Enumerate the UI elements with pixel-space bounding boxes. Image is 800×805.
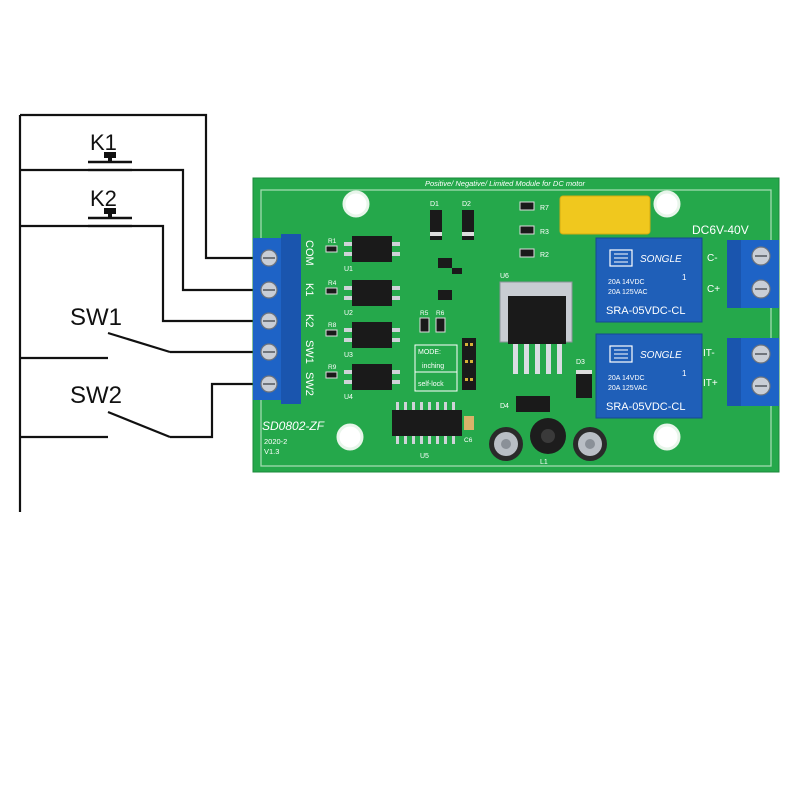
- ic-label-u5: U5: [420, 453, 429, 460]
- smd-transistors: [438, 258, 462, 300]
- ic-label-u4: U4: [344, 394, 353, 401]
- ic-label-u3: U3: [344, 352, 353, 359]
- terminal-label-sw1: SW1: [303, 340, 315, 364]
- film-capacitor: [559, 195, 651, 235]
- diode-label-d4: D4: [500, 403, 509, 410]
- res-label-r1: R1: [328, 238, 337, 245]
- diode-d3: [576, 370, 592, 398]
- output-terminal-bottom: [727, 338, 779, 406]
- inductor-label-l1: L1: [540, 459, 548, 466]
- res-label-r8: R8: [328, 322, 337, 329]
- smd-resistors-right: [519, 201, 535, 258]
- capacitor-c6: [464, 416, 474, 430]
- terminal-labels: COM K1 K2 SW1 SW2: [303, 240, 315, 396]
- relay-top-pin: 1: [682, 273, 687, 282]
- relay-bottom-pin: 1: [682, 369, 687, 378]
- diode-d4: [516, 396, 550, 412]
- input-terminal-block: [253, 234, 301, 404]
- diode-label-d1: D1: [430, 201, 439, 208]
- output-label-c-plus: C+: [707, 284, 720, 295]
- terminal-label-k2: K2: [303, 314, 315, 327]
- inductor-l1: [530, 418, 566, 454]
- optocoupler-u2: [344, 280, 400, 306]
- terminal-label-sw2: SW2: [303, 372, 315, 396]
- relay-bottom-rating2: 20A 125VAC: [608, 385, 648, 392]
- board-header-text: Positive/ Negative/ Limited Module for D…: [425, 179, 586, 188]
- relay-top-brand: SONGLE: [640, 254, 682, 265]
- ic-u5: [392, 402, 462, 444]
- relay-top-rating1: 20A 14VDC: [608, 279, 645, 286]
- output-label-it-minus: IT-: [703, 348, 715, 359]
- relay-bottom-rating1: 20A 14VDC: [608, 375, 645, 382]
- res-label-r4: R4: [328, 280, 337, 287]
- diode-label-d3: D3: [576, 359, 585, 366]
- mounting-holes: [336, 190, 681, 451]
- relay-top: SONGLE 1 20A 14VDC 20A 125VAC SRA-05VDC-…: [595, 237, 703, 323]
- wires: [18, 113, 262, 512]
- diode-label-d2: D2: [462, 201, 471, 208]
- optocouplers: [344, 236, 400, 390]
- ic-label-u1: U1: [344, 266, 353, 273]
- smd-resistors-mid: [419, 317, 446, 333]
- cap-label-c6: C6: [464, 437, 473, 444]
- output-label-c-minus: C-: [707, 253, 718, 264]
- res-label-r2: R2: [540, 252, 549, 259]
- push-button-k2: [88, 208, 132, 228]
- mode-inching: inching: [422, 363, 444, 370]
- res-label-r5: R5: [420, 310, 429, 317]
- optocoupler-u1: [344, 236, 400, 262]
- relay-bottom-model: SRA-05VDC-CL: [606, 401, 685, 413]
- optocoupler-u3: [344, 322, 400, 348]
- relay-top-model: SRA-05VDC-CL: [606, 305, 685, 317]
- electrolytic-capacitor-left: [489, 427, 523, 461]
- ic-label-u2: U2: [344, 310, 353, 317]
- terminal-label-k1: K1: [303, 283, 315, 296]
- terminal-label-com: COM: [303, 240, 315, 266]
- label-sw1: SW1: [70, 304, 122, 331]
- output-label-it-plus: IT+: [703, 378, 718, 389]
- res-label-r3: R3: [540, 229, 549, 236]
- board-version: V1.3: [264, 447, 279, 456]
- mode-label: MODE:: [418, 349, 441, 356]
- res-label-r9: R9: [328, 364, 337, 371]
- optocoupler-u4: [344, 364, 400, 390]
- relay-top-rating2: 20A 125VAC: [608, 289, 648, 296]
- pcb-board: Positive/ Negative/ Limited Module for D…: [252, 177, 780, 473]
- mode-selector: [414, 338, 476, 392]
- output-terminal-top: [727, 240, 779, 308]
- smd-resistors-left: [325, 245, 338, 379]
- diodes-top: [430, 210, 474, 240]
- electrolytic-capacitor-right: [573, 427, 607, 461]
- power-label: DC6V-40V: [692, 223, 749, 237]
- label-k1: K1: [90, 130, 117, 155]
- push-button-k1: [88, 152, 132, 172]
- label-sw2: SW2: [70, 382, 122, 409]
- board-date: 2020-2: [264, 437, 287, 446]
- label-k2: K2: [90, 186, 117, 211]
- ic-label-u6: U6: [500, 273, 509, 280]
- res-label-r7: R7: [540, 205, 549, 212]
- res-label-r6: R6: [436, 310, 445, 317]
- relay-bottom-brand: SONGLE: [640, 350, 682, 361]
- relay-bottom: SONGLE 1 20A 14VDC 20A 125VAC SRA-05VDC-…: [595, 333, 703, 419]
- regulator-u6: [499, 281, 573, 374]
- mode-selflock: self-lock: [418, 381, 444, 388]
- board-model: SD0802-ZF: [262, 419, 325, 433]
